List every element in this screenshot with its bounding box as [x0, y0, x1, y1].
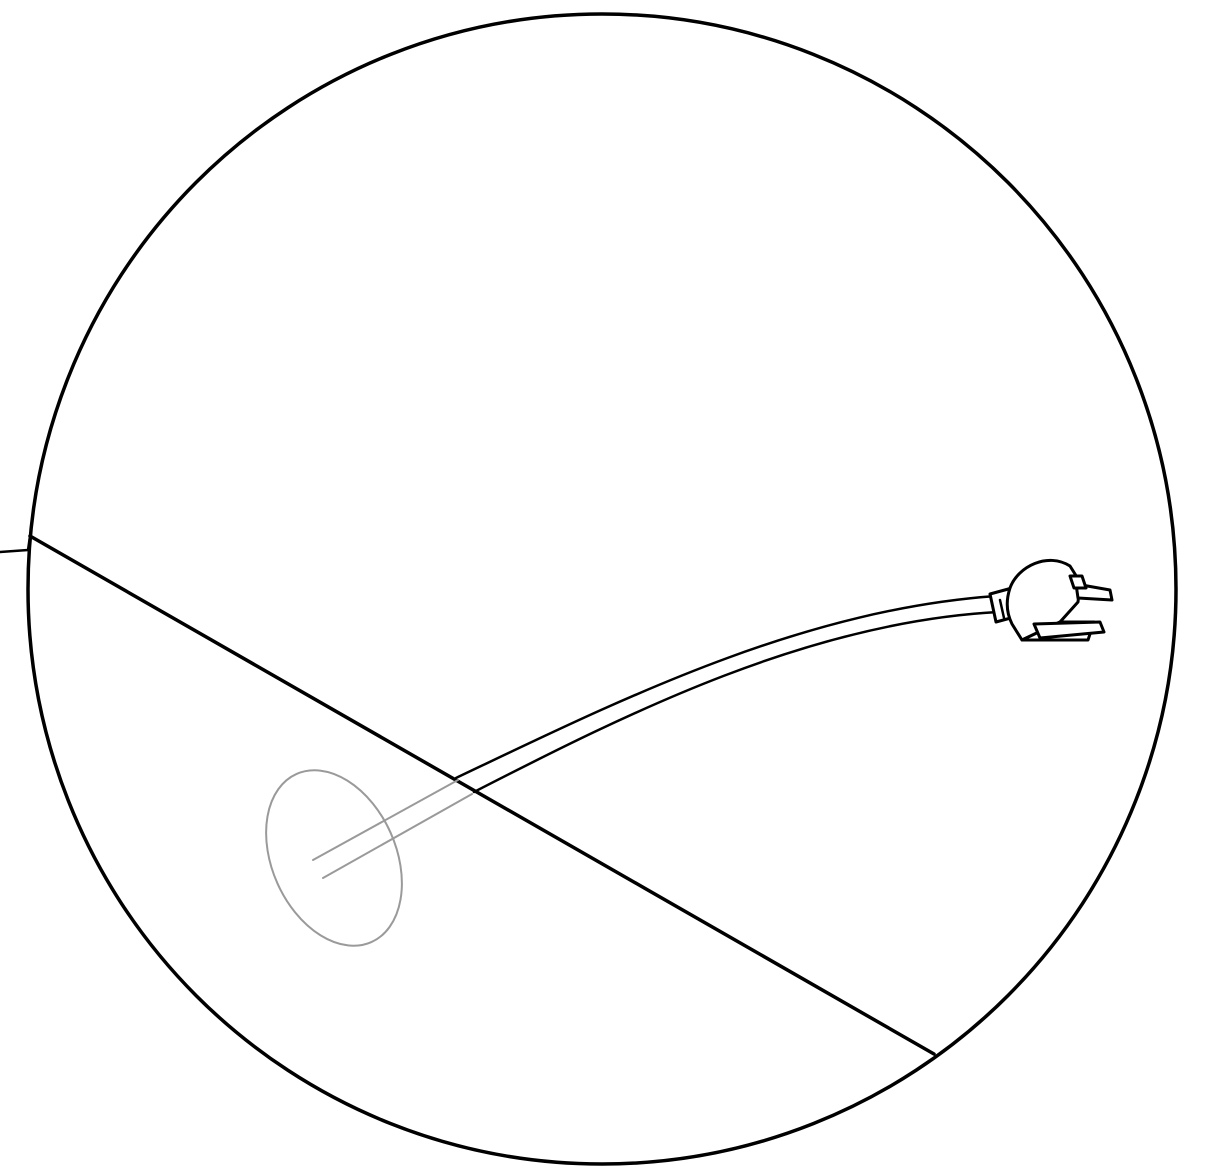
- power-cord: [456, 596, 998, 792]
- plug-prong-bottom: [1034, 622, 1104, 638]
- cord-edge-lower: [474, 612, 998, 792]
- surface-edge-line: [30, 536, 934, 1054]
- power-plug-icon: [990, 560, 1112, 640]
- grommet-hole-outline: [240, 749, 428, 968]
- cord-edge-upper: [456, 596, 996, 778]
- plug-prong-base: [1070, 576, 1086, 588]
- hidden-cord-line-upper: [313, 780, 458, 860]
- hidden-cord-line-lower: [323, 794, 472, 878]
- cable-grommet-icon: [240, 749, 472, 968]
- leader-line: [0, 536, 30, 552]
